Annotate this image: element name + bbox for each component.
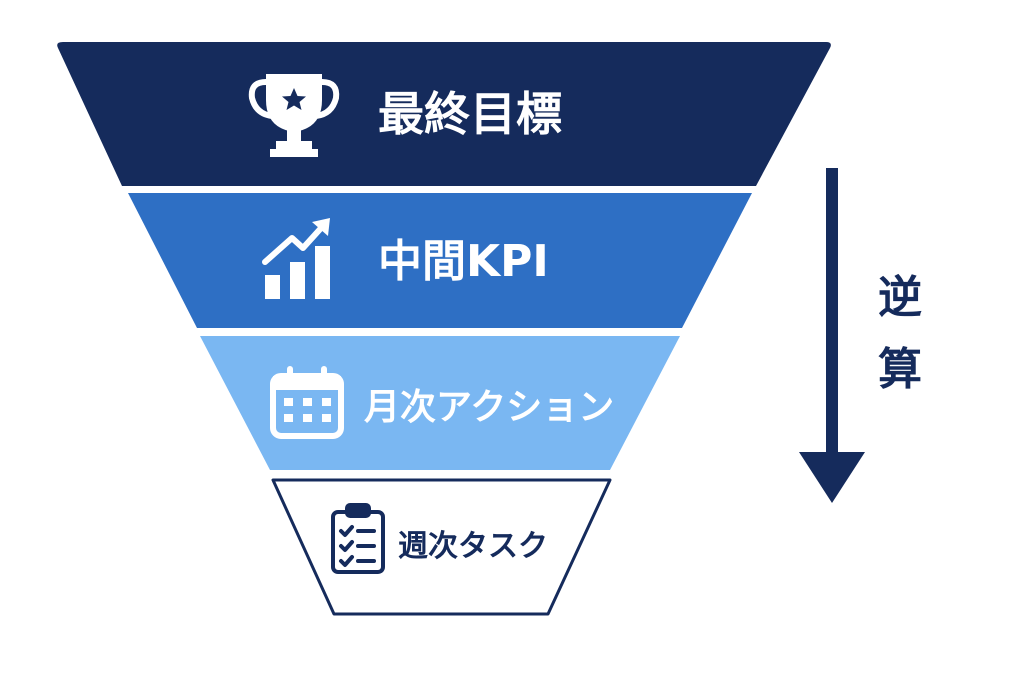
tier-4-label: 週次タスク	[398, 529, 548, 564]
tier-1-band	[57, 42, 831, 186]
arrow-down-icon	[799, 452, 865, 503]
trophy-icon	[248, 74, 340, 157]
arrow-shaft	[826, 168, 838, 458]
arrow-label-char-1: 逆	[878, 272, 922, 323]
funnel-tier-weekly-tasks: 週次タスク	[271, 478, 612, 616]
tier-3-label: 月次アクション	[364, 387, 614, 428]
tier-2-label: 中間KPI	[378, 236, 549, 287]
tier-2-band	[128, 193, 752, 328]
arrow-label-char-2: 算	[878, 344, 922, 395]
tier-1-label: 最終目標	[378, 87, 562, 141]
funnel-tier-mid-kpi: 中間KPI	[128, 193, 752, 328]
funnel-tier-monthly-action: 月次アクション	[200, 336, 680, 470]
reverse-calculation-arrow: 逆 算	[799, 168, 922, 503]
checklist-icon	[331, 503, 385, 574]
growth-chart-icon	[262, 218, 330, 299]
calendar-icon	[270, 366, 344, 439]
funnel-tier-final-goal: 最終目標	[57, 42, 831, 186]
